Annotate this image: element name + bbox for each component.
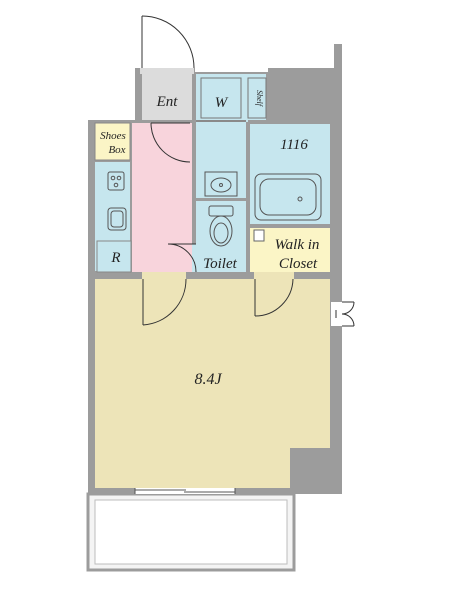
bath-label: 1116 [280,137,308,153]
partition-bath-top [248,120,334,124]
entrance-door [141,15,195,69]
kitchen-sink-icon [107,207,127,231]
walk-in-closet-label-2: Closet [279,256,318,272]
partition-washer [196,120,246,122]
shoes-box-outline [94,122,131,161]
shelf-box [247,77,267,119]
partition-entrance-bottom [132,120,194,123]
balcony-sliding-window [134,488,236,494]
shoes-box-label-1: Shoes [100,130,126,142]
partition-wet-left [192,122,196,272]
shelf-label: Shelf [255,90,264,108]
partition-kitchen [130,122,132,272]
shoes-box-area [95,123,132,160]
main-room-label: 8.4J [194,371,222,388]
stove-icon [107,171,125,191]
partition-main-top [95,272,330,279]
toilet-label: Toilet [203,256,237,272]
pipe-shaft [253,229,265,242]
partition-shoes [95,160,132,162]
refrigerator-box [96,240,132,273]
walk-in-closet-label-1: Walk in [275,237,320,253]
entrance-label: Ent [156,94,179,110]
closet-door [254,278,294,317]
main-room-door-left [142,278,187,326]
column-bottom-right [290,448,330,488]
balcony-inner [94,499,288,565]
wash-basin-icon [204,171,238,197]
door-gap-entrance [140,68,194,74]
door-gap-toilet [192,244,196,272]
corridor-kitchen [132,123,194,273]
toilet-door [167,243,197,273]
wall-segment-upper-right [268,74,334,120]
door-gap-main-left [142,272,186,279]
bathroom-area [248,124,330,226]
partition-bath-bottom [248,224,334,228]
bathtub-icon [254,173,322,221]
washer-label: W [215,95,229,111]
toilet-icon [208,205,234,247]
side-door [331,301,355,327]
entrance-area [142,74,192,122]
refrigerator-label: R [110,250,120,266]
corridor-door [150,122,191,163]
washer-unit [200,77,242,119]
partition-toilet-top [196,198,246,201]
partition-bath-left [246,122,250,272]
door-gap-closet [254,272,294,279]
shoes-box-label-2: Box [108,144,125,156]
